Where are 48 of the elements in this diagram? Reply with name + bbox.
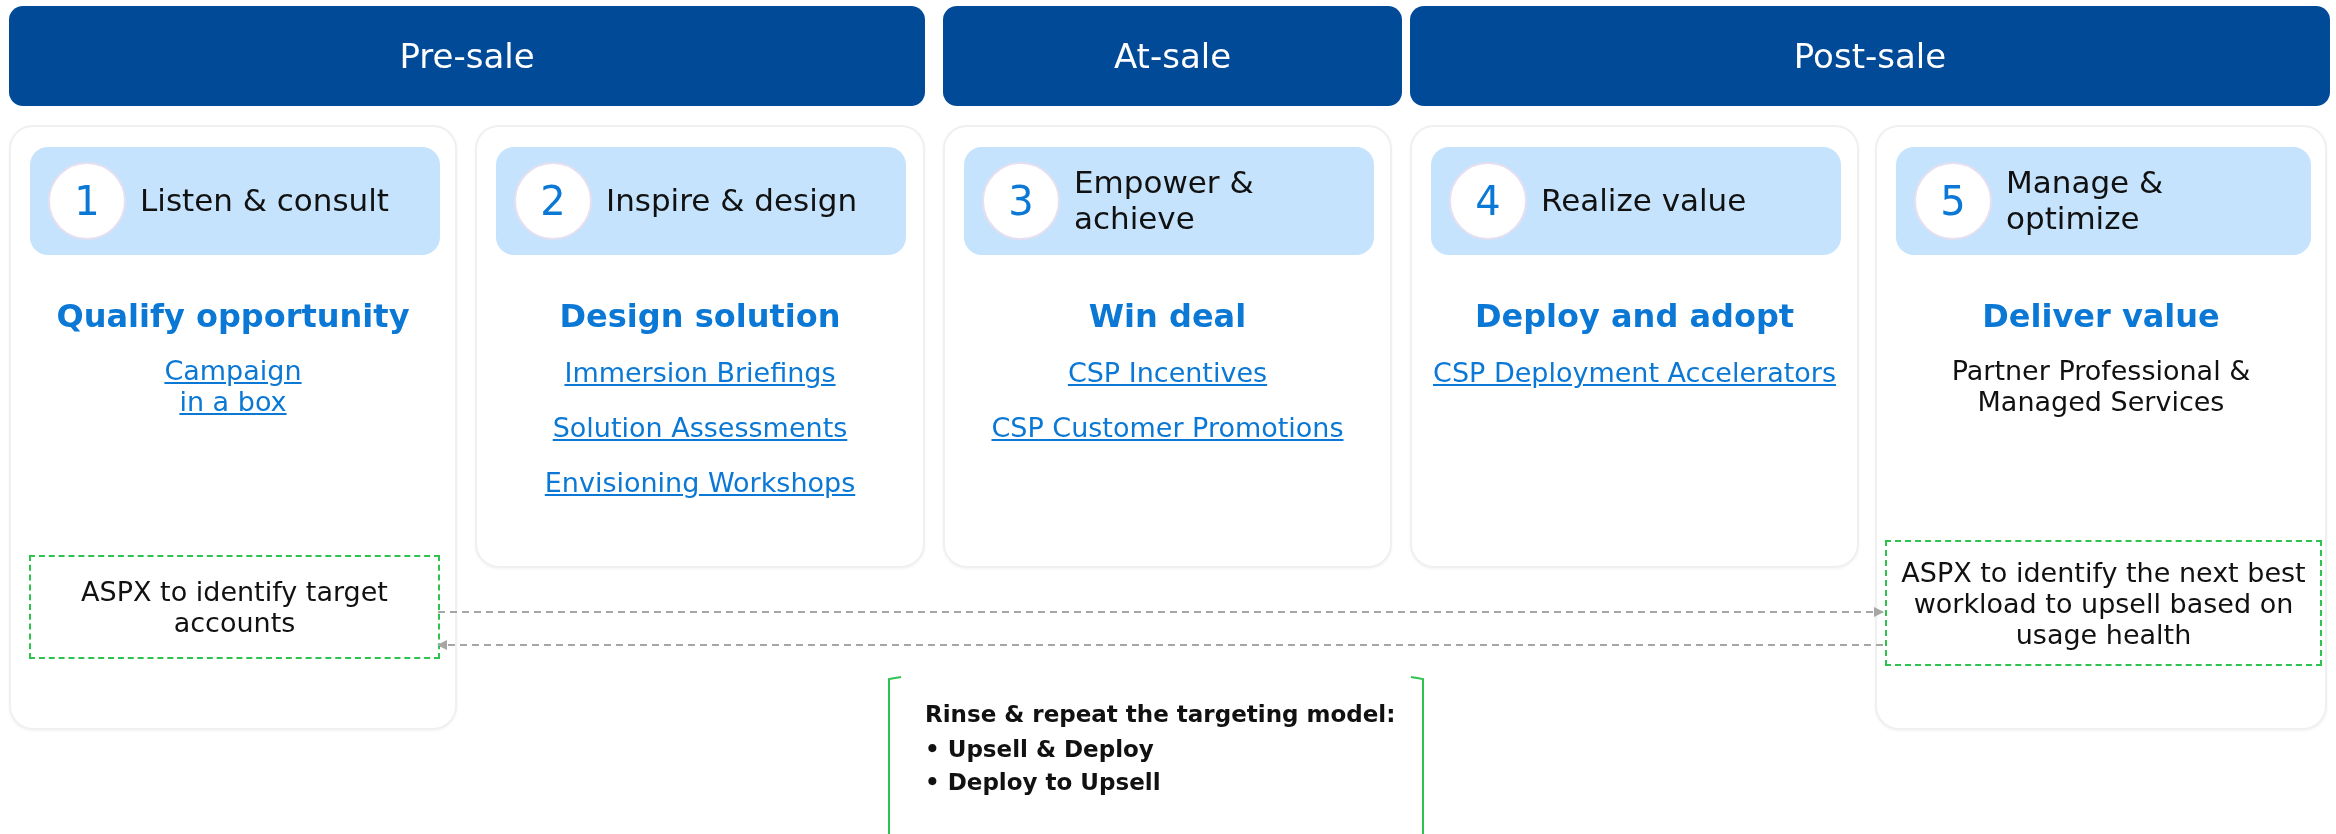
stage-card: [475, 125, 925, 568]
note-heading: Rinse & repeat the targeting model:: [925, 701, 1396, 727]
step-header: [964, 147, 1374, 255]
stage-card: [1875, 125, 2327, 730]
bullet-item: • Upsell & Deploy: [925, 735, 1155, 764]
resource-link: CSP Deployment Accelerators: [1432, 357, 1837, 388]
phase-banner: [943, 6, 1402, 106]
step-number: 5: [1914, 162, 1992, 240]
resource-link: CSP Incentives: [1066, 357, 1269, 388]
bullet-item: • Deploy to Upsell: [925, 768, 1161, 798]
stage-card: [9, 125, 457, 730]
step-number: 1: [48, 162, 126, 240]
step-title: Listen & consult: [140, 183, 389, 219]
stage-heading: Deploy and adopt: [1473, 297, 1796, 335]
stage-heading: Win deal: [1087, 297, 1248, 335]
phase-title: Pre-sale: [399, 36, 535, 76]
stage-card: [943, 125, 1392, 568]
dashed-arrow: [437, 607, 1884, 617]
step-header: [30, 147, 440, 255]
note-box: [29, 555, 440, 659]
step-number: 2: [514, 162, 592, 240]
stage-heading: Deliver value: [1981, 297, 2221, 335]
resource-link: Solution Assessments: [551, 412, 849, 443]
resource-link: Campaign in a box: [163, 355, 303, 417]
step-header: [496, 147, 906, 255]
step-title: Manage & optimize: [2006, 165, 2165, 237]
dashed-arrow: [437, 640, 1884, 650]
note-text: ASPX to identify the next best workload to upsell based on usage health: [1900, 556, 2307, 650]
phase-banner: [9, 6, 925, 106]
resource-link: CSP Customer Promotions: [990, 412, 1345, 443]
step-title: Realize value: [1541, 183, 1747, 219]
phase-banner: [1410, 6, 2330, 106]
stage-text: Partner Professional & Managed Services: [1950, 355, 2252, 417]
step-number: 4: [1449, 162, 1527, 240]
step-number: 3: [982, 162, 1060, 240]
step-title: Empower & achieve: [1074, 165, 1255, 237]
note-box: [1885, 540, 2322, 666]
stage-card: [1410, 125, 1859, 568]
step-header: [1896, 147, 2311, 255]
phase-title: Post-sale: [1793, 36, 1947, 76]
resource-link: Immersion Briefings: [563, 357, 837, 388]
resource-link: Envisioning Workshops: [543, 467, 857, 498]
step-title: Inspire & design: [606, 183, 858, 219]
step-header: [1431, 147, 1841, 255]
phase-title: At-sale: [1113, 36, 1232, 76]
note-text: ASPX to identify target accounts: [80, 576, 389, 638]
stage-heading: Qualify opportunity: [55, 297, 411, 335]
stage-heading: Design solution: [558, 297, 842, 335]
